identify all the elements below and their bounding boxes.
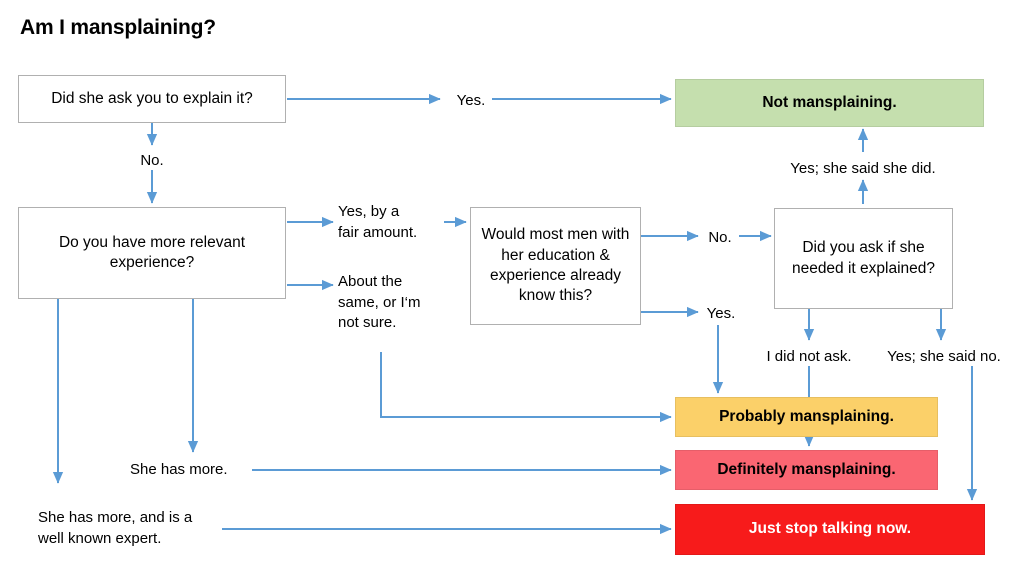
outcome-label: Just stop talking now.: [748, 520, 912, 538]
edge-label-about-the-same-or-im-not-sure: About the same, or I‘m not sure.: [338, 273, 421, 332]
edge-label-i-did-not-ask: I did not ask.: [766, 348, 852, 365]
edge-label-yes-she-said-she-did: Yes; she said she did.: [790, 160, 936, 177]
node-label: Would most men with her education & expe…: [481, 226, 630, 305]
edge-label-no-down: No.: [140, 152, 164, 169]
outcome-probably-mansplaining[interactable]: Probably mansplaining.: [675, 397, 938, 437]
page-title: Am I mansplaining?: [20, 16, 216, 39]
edge-label-she-has-more-well-known-expert: She has more, and is a well known expert…: [38, 509, 193, 547]
node-label: Did she ask you to explain it?: [51, 89, 253, 107]
outcome-label: Probably mansplaining.: [719, 407, 894, 425]
outcome-not-mansplaining[interactable]: Not mansplaining.: [675, 79, 984, 127]
edge-label-no-right: No.: [708, 229, 732, 246]
edge-label-yes-top: Yes.: [456, 92, 486, 109]
node-did-you-ask-if-she-needed-it-explained[interactable]: Did you ask if she needed it explained?: [774, 208, 953, 309]
edge-label-yes-she-said-no: Yes; she said no.: [887, 348, 1001, 365]
outcome-label: Not mansplaining.: [762, 93, 897, 111]
outcome-definitely-mansplaining[interactable]: Definitely mansplaining.: [675, 450, 938, 490]
edge-label-she-has-more: She has more.: [130, 461, 228, 478]
outcome-label: Definitely mansplaining.: [717, 460, 896, 478]
edge-label-yes-by-a-fair-amount: Yes, by a fair amount.: [338, 203, 418, 241]
node-did-she-ask-you-to-explain-it[interactable]: Did she ask you to explain it?: [18, 75, 286, 123]
outcome-just-stop-talking-now[interactable]: Just stop talking now.: [675, 504, 985, 555]
node-do-you-have-more-relevant-experience[interactable]: Do you have more relevant experience?: [18, 207, 286, 299]
node-label: Do you have more relevant experience?: [58, 233, 246, 271]
node-label: Did you ask if she needed it explained?: [791, 239, 936, 277]
edge-label-yes-right: Yes.: [706, 305, 736, 322]
edge-q2-same-b: [380, 352, 672, 423]
node-would-most-men-already-know-this[interactable]: Would most men with her education & expe…: [470, 207, 641, 325]
